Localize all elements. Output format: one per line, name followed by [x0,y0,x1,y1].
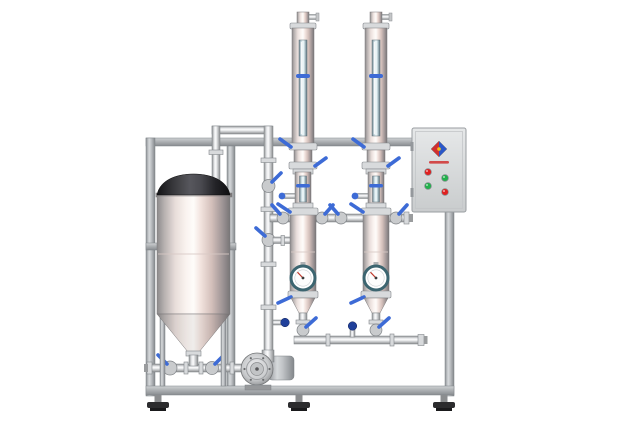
indicator-light-red-1 [424,168,432,176]
tri-clamp [325,333,331,347]
tri-clamp [389,333,395,347]
leveling-foot-right [433,395,455,411]
sample-stub [283,193,296,199]
tri-clamp [288,161,318,170]
panel-hinge [410,142,414,151]
tri-clamp [280,235,285,246]
panel-enclosure [411,127,467,213]
sample-valve-knob [278,192,286,200]
valve-handle [328,203,340,216]
bottom-valve [296,316,318,337]
manifold-end-cap [409,214,413,222]
clamp-handle [276,202,292,214]
tri-clamp [287,207,319,216]
valve-handle [304,316,318,329]
clamp-handle [276,295,293,305]
leveling-foot-left [147,395,169,411]
pipe-end-cap [424,336,428,344]
tank-shell [156,195,231,315]
membrane-column-1 [276,11,328,337]
tri-clamp [288,142,318,151]
sight-glass [298,39,308,137]
sight-glass-union [296,74,310,78]
column-top-port [296,11,310,25]
feed-tank [155,173,233,387]
manifold-valve-1 [270,203,290,225]
control-panel [410,127,467,213]
lower-manifold-pipe [293,335,425,345]
bottom-reducer [290,297,316,314]
diamond-brand-logo [430,140,448,158]
frame-bottom-rail [145,385,455,396]
tri-clamp [183,361,189,375]
tank-dome [156,173,231,196]
tri-clamp [229,361,235,375]
lower-manifold [293,321,428,347]
tank-outlet-stub [188,354,199,367]
tri-clamp [198,361,204,375]
membrane-column-2 [349,10,401,338]
valve-handle [397,203,409,216]
pump-bolts [243,357,271,381]
tri-clamp [260,261,277,267]
indicator-light-green-1 [441,174,449,182]
clamp-handle [313,156,328,168]
middle-sight-glass [299,175,307,203]
sample-valve-knob [280,317,290,328]
valve-handle [254,226,267,238]
tri-clamp [208,149,224,155]
riser-valve-upper [261,171,283,193]
frame-left-post [145,137,156,397]
clamp-handle [278,137,293,149]
indicator-light-green-2 [424,182,432,190]
pressure-gauge [289,262,317,292]
spool-piece [293,149,313,164]
valve-handle [270,171,283,184]
tri-clamp [260,304,277,310]
tri-clamp [260,157,277,163]
flange [292,202,314,209]
glass-union [296,184,310,188]
pipe-end-clamp [417,334,425,346]
valve-handle [270,203,282,216]
manifold-valve-4 [389,203,409,225]
indicator-light-red-2 [441,188,449,196]
panel-hinge [410,188,414,197]
centrifugal-pump [240,349,295,391]
manifold-end-clamp [403,211,410,225]
process-piping [208,125,413,363]
return-pipe-horizontal [211,125,273,135]
leveling-foot-center [288,395,310,411]
vent-cap [315,12,320,22]
panel-door-seam [415,131,463,209]
brand-text-mark [429,161,449,164]
sample-valve-knob [347,321,358,331]
pipe-end-cap [144,364,148,372]
pump-base [244,384,272,391]
manifold-valve-3 [328,203,348,225]
